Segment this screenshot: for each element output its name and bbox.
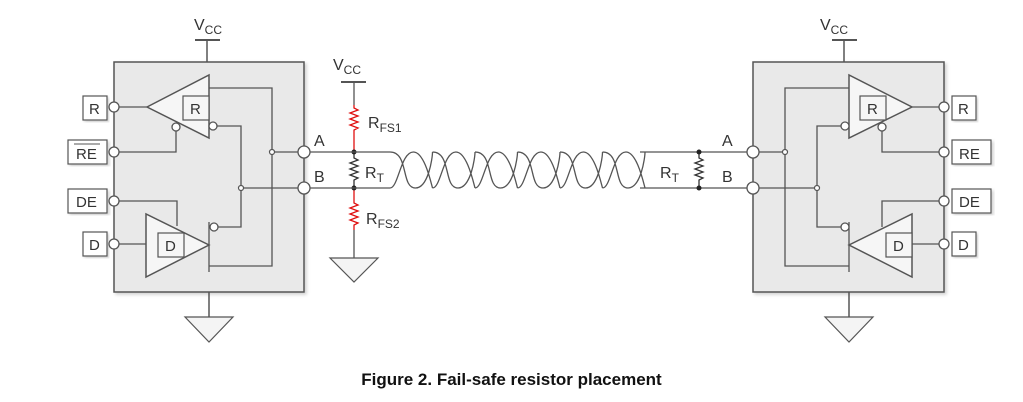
right-pin-d: D (938, 231, 977, 257)
left-pin-re: RE (67, 139, 120, 165)
wire (218, 188, 242, 228)
junction (781, 148, 789, 156)
left-ground-icon (183, 316, 235, 343)
pin-terminal (108, 101, 120, 113)
wire (784, 87, 849, 267)
remote-rt-resistor-icon (693, 152, 705, 188)
bias-ground-icon (328, 257, 380, 283)
pin-label: R (89, 101, 100, 118)
right-transceiver: VCC R D R (722, 17, 992, 343)
rfs1-resistor-icon (348, 105, 360, 134)
right-inverting-bubble (840, 121, 850, 131)
right-pin-r: R (938, 95, 977, 121)
rfs2-resistor-icon (348, 200, 360, 230)
wire (209, 186, 273, 267)
pin-label: D (958, 237, 969, 254)
wire (118, 200, 178, 226)
bias-vcc-label: VCC (333, 57, 361, 77)
pin-terminal (108, 238, 120, 250)
left-receiver-label: R (190, 101, 201, 118)
left-pin-de: DE (67, 188, 120, 214)
pin-terminal (938, 101, 950, 113)
pin-label: D (89, 237, 100, 254)
left-inverting-bubble (208, 121, 218, 131)
twisted-pair-cable (310, 151, 750, 189)
left-pin-a-label: A (314, 133, 325, 150)
right-pin-re: RE (938, 139, 992, 165)
left-vcc-label: VCC (194, 17, 222, 37)
junction (813, 184, 821, 192)
right-ground-icon (823, 316, 875, 343)
pin-terminal (108, 146, 120, 158)
left-pin-b-terminal (297, 181, 311, 195)
right-pin-b-terminal (746, 181, 760, 195)
rfs2-label: RFS2 (366, 211, 400, 231)
left-pin-a-terminal (297, 145, 311, 159)
wire (816, 125, 844, 188)
pin-terminal (108, 195, 120, 207)
remote-rt-label: RT (660, 165, 680, 185)
junction (237, 184, 245, 192)
right-driver-inv-bubble (840, 222, 850, 232)
left-driver-label: D (165, 238, 176, 255)
wire (816, 188, 841, 228)
rt-label: RT (365, 165, 385, 185)
pin-label: DE (959, 194, 980, 211)
left-receiver-box (182, 95, 210, 121)
left-transceiver: VCC R D (67, 17, 325, 343)
wire (881, 200, 940, 227)
bias-network: VCC RFS1 RT RFS2 (328, 57, 402, 283)
left-pin-d: D (82, 231, 120, 257)
pin-terminal (938, 238, 950, 250)
left-pin-r: R (82, 95, 120, 121)
pin-label: DE (76, 194, 97, 211)
pin-label: RE (76, 146, 97, 163)
right-driver-label: D (893, 238, 904, 255)
pin-label: R (958, 101, 969, 118)
right-pin-a-terminal (746, 145, 760, 159)
left-re-bubble (171, 122, 181, 132)
pin-label: RE (959, 146, 980, 163)
right-vcc-label: VCC (820, 17, 848, 37)
left-driver-box (157, 232, 185, 258)
left-driver-inv-bubble (209, 222, 219, 232)
junction (696, 185, 702, 191)
rfs1-label: RFS1 (368, 115, 402, 135)
pin-terminal (938, 195, 950, 207)
junction (696, 149, 702, 155)
pin-terminal (938, 146, 950, 158)
right-receiver-label: R (867, 101, 878, 118)
wire (216, 125, 242, 188)
figure-caption: Figure 2. Fail-safe resistor placement (361, 370, 662, 389)
remote-termination: RT (660, 149, 705, 191)
right-re-bubble (877, 122, 887, 132)
left-pin-b-label: B (314, 169, 325, 186)
wire (881, 131, 940, 153)
right-receiver-box (859, 95, 887, 121)
twist-strands (389, 151, 646, 189)
right-pin-de: DE (938, 188, 992, 214)
right-pin-a-label: A (722, 133, 733, 150)
wire (118, 131, 177, 153)
right-pin-b-label: B (722, 169, 733, 186)
junction (268, 148, 276, 156)
rt-resistor-icon (348, 152, 360, 188)
right-driver-box (885, 232, 913, 258)
